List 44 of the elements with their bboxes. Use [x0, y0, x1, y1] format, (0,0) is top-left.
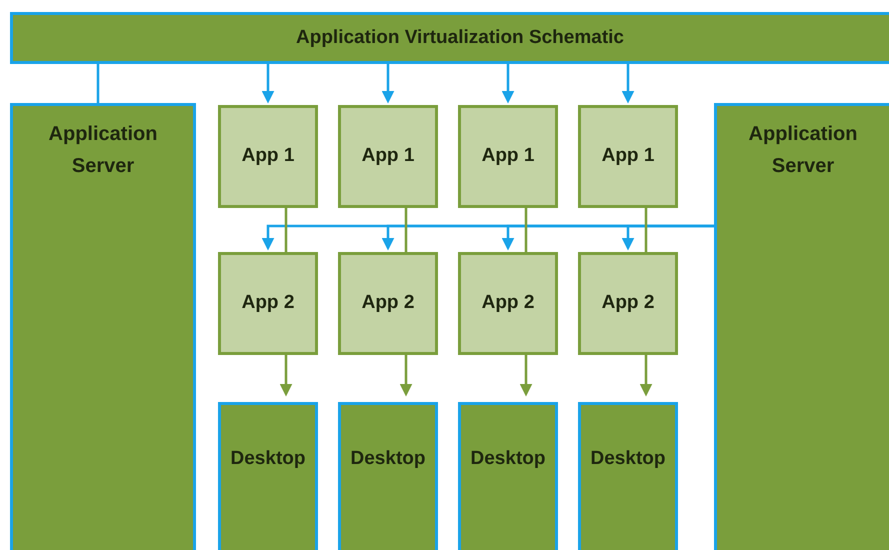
app-box: [458, 252, 558, 355]
node-label: Application Server: [748, 122, 858, 179]
node-label: Desktop: [350, 447, 426, 471]
server-panel: [714, 103, 889, 550]
connector: [382, 64, 394, 104]
node-label: App 2: [482, 291, 534, 316]
server-panel: [10, 103, 196, 550]
connector: [96, 64, 100, 103]
app-box: [218, 105, 318, 208]
node-label: App 1: [362, 144, 414, 168]
connector: [644, 208, 648, 252]
node-label: App 2: [242, 291, 294, 316]
connector: [640, 355, 652, 396]
app-box: [338, 252, 438, 355]
connector: [262, 64, 274, 104]
node-label: App 2: [362, 291, 414, 316]
connector: [502, 64, 514, 104]
desktop-box: [218, 402, 318, 550]
app-box: [578, 252, 678, 355]
connector: [404, 208, 408, 252]
app-box: [458, 105, 558, 208]
connector: [520, 355, 532, 396]
app-box: [218, 252, 318, 355]
app-box: [338, 105, 438, 208]
title-bar: [10, 12, 889, 64]
connector: [524, 208, 528, 252]
node-label: App 1: [602, 144, 654, 168]
connector: [622, 224, 714, 250]
app-box: [578, 105, 678, 208]
desktop-box: [458, 402, 558, 550]
desktop-box: [338, 402, 438, 550]
node-label: App 1: [242, 144, 294, 168]
connector: [622, 64, 634, 104]
node-label: Desktop: [590, 447, 666, 471]
node-label: Desktop: [230, 447, 306, 471]
node-label: App 2: [602, 291, 654, 316]
connector: [284, 208, 288, 252]
node-label: Desktop: [470, 447, 546, 471]
node-label: Application Server: [48, 122, 158, 179]
desktop-box: [578, 402, 678, 550]
connector: [400, 355, 412, 396]
node-label: App 1: [482, 144, 534, 168]
node-label: Application Virtualization Schematic: [296, 26, 624, 50]
connector: [280, 355, 292, 396]
